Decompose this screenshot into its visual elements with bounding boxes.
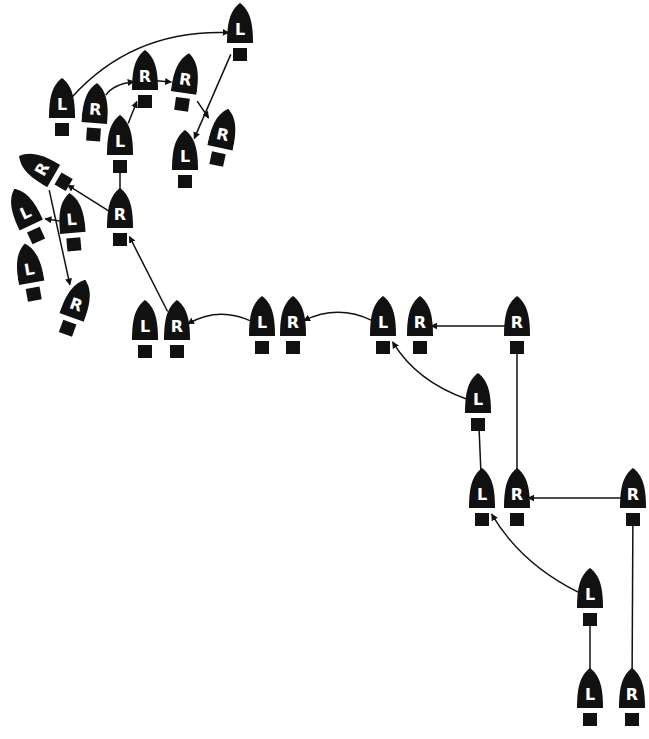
footprint: R [407,296,433,356]
foot-letter: L [249,313,275,333]
step-arrow [156,81,171,82]
foot-letter: L [465,390,491,410]
step-arrow [188,314,252,324]
footprint: L [172,130,198,190]
foot-letter: L [227,20,253,40]
footprint: R [619,668,645,728]
foot-letter: R [620,485,646,505]
foot-letter: L [172,147,198,167]
foot-letter: R [280,313,306,333]
foot-letter: L [49,95,75,115]
step-arrow [393,342,468,399]
foot-letter: L [107,132,133,152]
step-arrow [128,101,137,123]
foot-letter: R [82,99,109,121]
footprint: R [107,188,133,248]
footprint: L [227,3,253,63]
footprint: R [80,82,110,144]
footprint: L [469,468,495,528]
foot-letter: R [619,685,645,705]
footprint: R [132,50,158,110]
step-arrow [528,497,622,499]
step-arrow [479,425,481,477]
foot-letter: L [58,209,86,231]
step-arrow [431,325,506,327]
footprint: L [49,78,75,138]
footprint: R [504,296,530,356]
footprint: R [13,145,78,198]
foot-letter: R [504,313,530,333]
foot-letter: R [504,485,530,505]
foot-letter: L [370,313,396,333]
footprint: R [53,275,98,340]
step-arrow [631,520,633,677]
step-arrow [589,620,591,677]
step-arrow [492,514,580,593]
foot-letter: L [132,317,158,337]
step-arrow [45,219,59,221]
step-arrow [106,82,134,96]
foot-letter: R [171,68,200,91]
foot-letter: R [107,205,133,225]
footprint: L [56,192,87,254]
footprint: L [465,373,491,433]
footprint: R [164,300,190,360]
footprint: R [280,296,306,356]
foot-letter: L [577,585,603,605]
footprint: R [620,468,646,528]
step-arrow [516,348,518,477]
footprint: L [132,300,158,360]
step-arrow [304,312,372,320]
footprint: R [203,106,241,170]
footprint: R [168,51,202,114]
footprint: L [249,296,275,356]
foot-letter: L [577,685,603,705]
footprint: L [107,115,133,175]
footprint: L [3,183,52,248]
foot-letter: R [407,313,433,333]
footprint: L [12,241,48,305]
footprint: L [577,668,603,728]
foot-letter: R [132,67,158,87]
step-arrow [129,237,167,312]
foot-letter: R [164,317,190,337]
footprint: L [370,296,396,356]
footprint: R [504,468,530,528]
footprint: L [577,568,603,628]
foot-letter: L [469,485,495,505]
